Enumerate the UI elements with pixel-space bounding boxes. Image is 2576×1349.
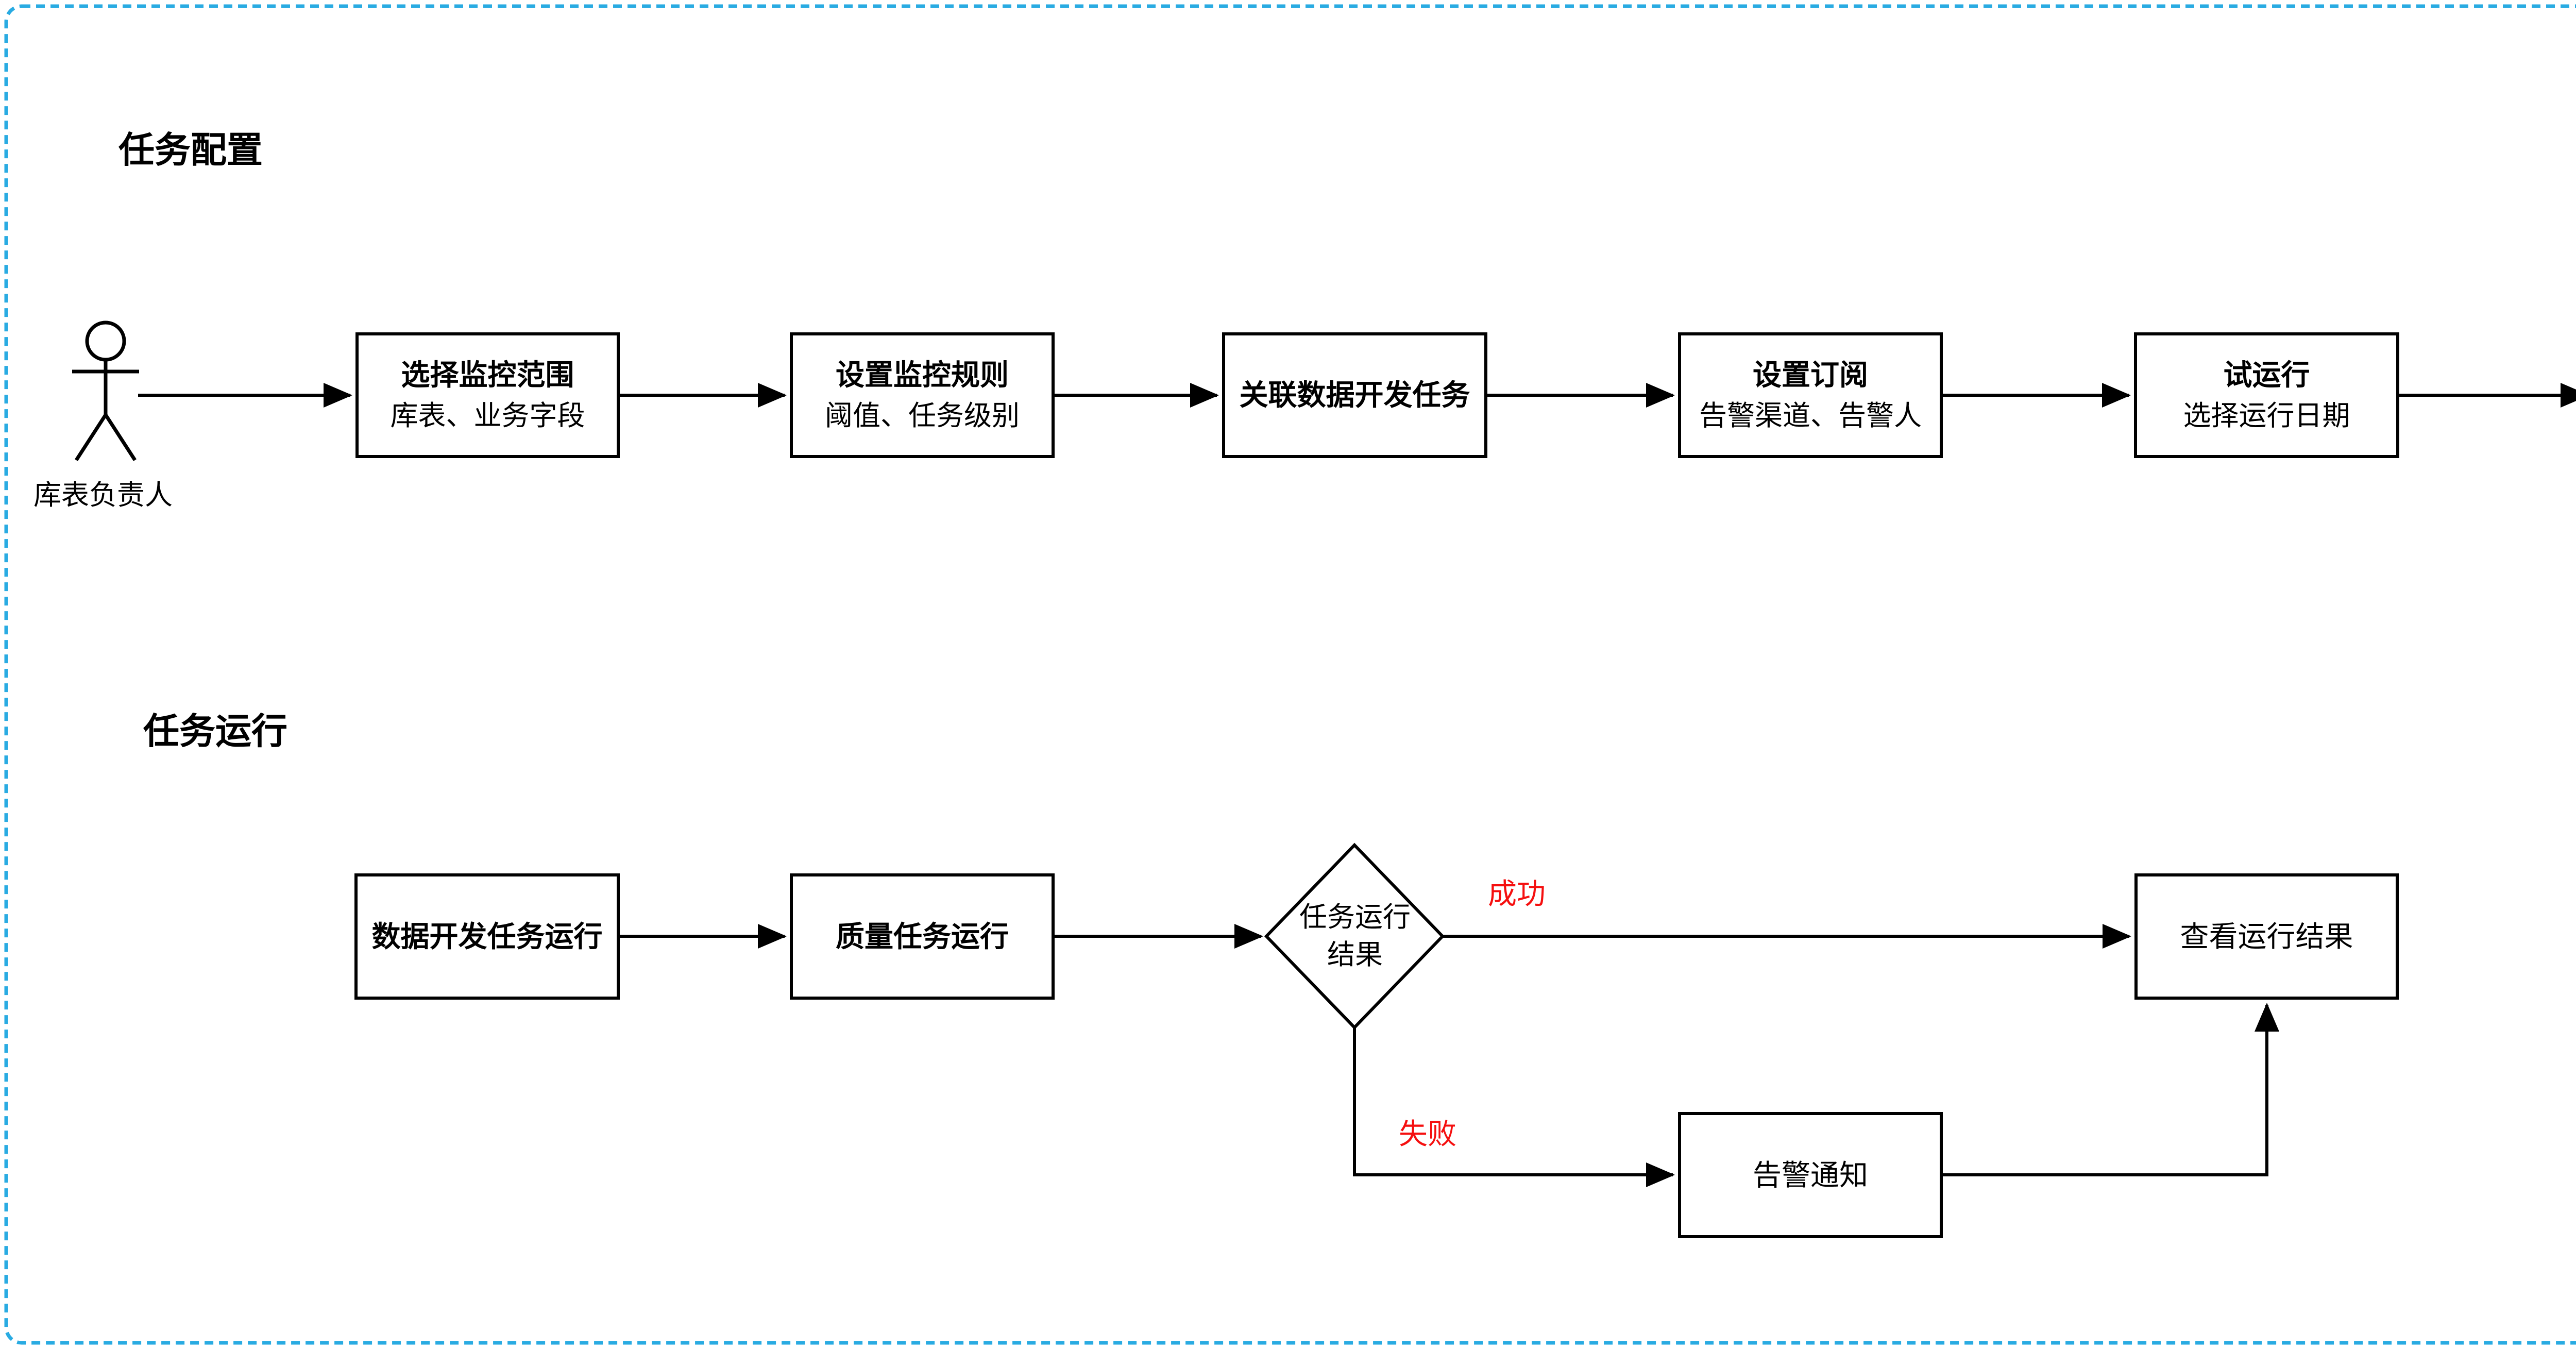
step-subtitle: 选择运行日期 bbox=[2183, 400, 2350, 432]
run-connectors bbox=[620, 924, 2279, 1187]
step-title: 设置监控规则 bbox=[836, 359, 1009, 392]
decision-line1: 任务运行 bbox=[1299, 902, 1411, 933]
fail-edge-label: 失败 bbox=[1399, 1118, 1456, 1150]
step-title: 试运行 bbox=[2223, 359, 2310, 392]
run-section-title: 任务运行 bbox=[143, 711, 287, 751]
dashed-frame-border bbox=[4, 4, 2576, 1345]
step-title: 选择监控范围 bbox=[401, 359, 574, 392]
step-subtitle: 告警渠道、告警人 bbox=[1699, 400, 1922, 432]
node-alert-notify[interactable]: 告警通知 bbox=[1678, 1112, 1943, 1238]
node-label: 查看运行结果 bbox=[2180, 920, 2353, 953]
step-link-dev-task[interactable]: 关联数据开发任务 bbox=[1222, 332, 1487, 458]
node-label: 告警通知 bbox=[1753, 1158, 1868, 1191]
node-quality-task-run[interactable]: 质量任务运行 bbox=[790, 873, 1055, 1000]
node-label: 质量任务运行 bbox=[836, 920, 1009, 953]
node-view-run-result[interactable]: 查看运行结果 bbox=[2134, 873, 2399, 1000]
decision-diamond-label: 任务运行 结果 bbox=[1267, 845, 1443, 1027]
config-section-title: 任务配置 bbox=[118, 130, 263, 170]
decision-line2: 结果 bbox=[1327, 939, 1383, 970]
step-select-monitor-scope[interactable]: 选择监控范围 库表、业务字段 bbox=[355, 332, 620, 458]
success-edge-label: 成功 bbox=[1488, 878, 1546, 910]
step-subtitle: 阈值、任务级别 bbox=[825, 400, 1020, 432]
step-title: 关联数据开发任务 bbox=[1239, 379, 1470, 412]
step-trial-run[interactable]: 试运行 选择运行日期 bbox=[2134, 332, 2399, 458]
step-title: 设置订阅 bbox=[1753, 359, 1868, 392]
node-dev-task-run[interactable]: 数据开发任务运行 bbox=[354, 873, 620, 1000]
actor-label: 库表负责人 bbox=[33, 480, 173, 511]
node-label: 数据开发任务运行 bbox=[371, 920, 603, 953]
step-set-subscription[interactable]: 设置订阅 告警渠道、告警人 bbox=[1678, 332, 1943, 458]
stick-figure-icon[interactable] bbox=[72, 321, 139, 461]
decision-diamond[interactable] bbox=[1264, 842, 1445, 1030]
step-set-monitor-rules[interactable]: 设置监控规则 阈值、任务级别 bbox=[790, 332, 1055, 458]
step-subtitle: 库表、业务字段 bbox=[390, 400, 585, 432]
